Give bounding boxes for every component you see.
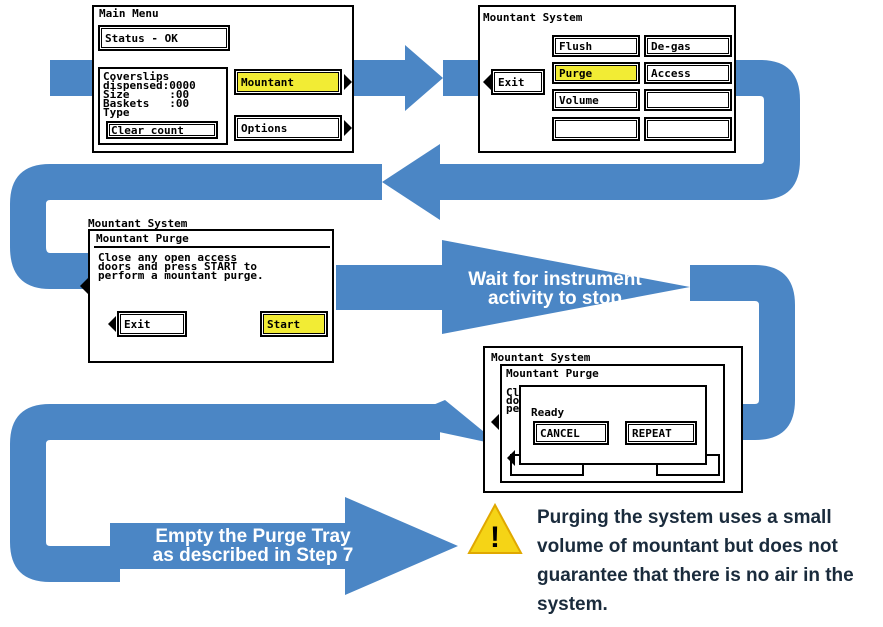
ready-purge-title: Mountant Purge	[506, 367, 599, 380]
back-arrow-icon	[80, 278, 88, 294]
coverslip-info-panel: Coverslips dispensed:0000 Size :00 Baske…	[98, 67, 228, 145]
warning-triangle-icon: !	[467, 503, 523, 554]
empty-button[interactable]	[552, 117, 640, 141]
wait-caption: Wait for instrument activity to stop	[440, 270, 670, 308]
flow-arrow-empty	[110, 497, 458, 595]
options-arrow-icon	[344, 120, 352, 136]
empty-button[interactable]	[644, 117, 732, 141]
clear-count-button[interactable]: Clear count	[106, 121, 218, 139]
purge-message-line: doors and press START to	[98, 260, 257, 273]
flow-turn-left-2	[10, 404, 440, 582]
info-line: Size :00	[103, 88, 190, 101]
ready-screen: Mountant System Mountant Purge Cl do pe …	[483, 346, 743, 493]
empty-caption-line: as described in Step 7	[152, 545, 354, 566]
main-menu-title: Main Menu	[99, 7, 159, 20]
purge-message-line: perform a mountant purge.	[98, 269, 264, 282]
main-menu-screen: Main Menu Status - OK Coverslips dispens…	[92, 5, 354, 153]
purge-outer-title: Mountant System	[88, 217, 188, 230]
exit-arrow-icon	[507, 450, 515, 466]
flow-turn-right-2	[690, 265, 795, 440]
wait-caption-line: activity to stop	[487, 288, 623, 309]
partial-line: pe	[506, 402, 520, 415]
start-button[interactable]: Start	[260, 311, 328, 337]
mountant-arrow-icon	[344, 74, 352, 90]
empty-caption-line: Empty the Purge Tray	[155, 526, 351, 547]
repeat-button[interactable]: REPEAT	[625, 421, 697, 445]
purge-exit-button[interactable]: Exit	[117, 311, 187, 337]
flush-button[interactable]: Flush	[552, 35, 640, 57]
access-button[interactable]: Access	[644, 62, 732, 84]
info-line: Baskets :00	[103, 97, 190, 110]
partial-line: Cl	[506, 386, 520, 399]
info-line: Coverslips	[103, 70, 170, 83]
ready-dialog: Ready CANCEL REPEAT	[519, 385, 707, 465]
status-button[interactable]: Status - OK	[98, 25, 230, 51]
wait-caption-line: Wait for instrument	[468, 269, 642, 290]
flow-turn-left-1	[10, 164, 382, 289]
info-line: dispensed:0000	[103, 79, 196, 92]
purge-dialog-title: Mountant Purge	[96, 232, 189, 245]
back-arrow-icon	[491, 414, 499, 430]
warning-text: Purging the system uses a small volume o…	[537, 507, 854, 615]
purge-screen: Mountant System Mountant Purge Close any…	[80, 217, 336, 363]
purge-message-line: Close any open access	[98, 251, 238, 264]
purge-dialog: Mountant Purge Close any open access doo…	[88, 229, 334, 363]
info-line: Type	[103, 106, 130, 119]
exit-arrow-icon	[483, 74, 491, 90]
partial-line: do	[506, 394, 520, 407]
mountant-system-screen: Mountant System Exit Flush De-gas Purge …	[478, 5, 736, 153]
mountant-system-title: Mountant System	[483, 11, 583, 24]
warning-symbol: !	[490, 521, 500, 554]
purge-button[interactable]: Purge	[552, 62, 640, 84]
exit-button[interactable]: Exit	[491, 69, 545, 95]
flow-arrowhead-row2	[382, 144, 440, 220]
flow-arrow-1	[352, 45, 443, 111]
flow-arrow-wait	[330, 240, 690, 334]
ready-outer-title: Mountant System	[491, 351, 591, 364]
mountant-button[interactable]: Mountant	[234, 69, 342, 95]
empty-caption: Empty the Purge Tray as described in Ste…	[128, 527, 378, 565]
empty-button[interactable]	[644, 89, 732, 111]
flow-arrow-entry	[50, 60, 100, 96]
ready-label: Ready	[531, 406, 565, 419]
flow-arrow-1b	[443, 60, 482, 96]
flow-turn-right-1	[440, 60, 800, 200]
volume-button[interactable]: Volume	[552, 89, 640, 111]
cancel-button[interactable]: CANCEL	[533, 421, 609, 445]
exit-arrow-icon	[108, 316, 116, 332]
options-button[interactable]: Options	[234, 115, 342, 141]
degas-button[interactable]: De-gas	[644, 35, 732, 57]
